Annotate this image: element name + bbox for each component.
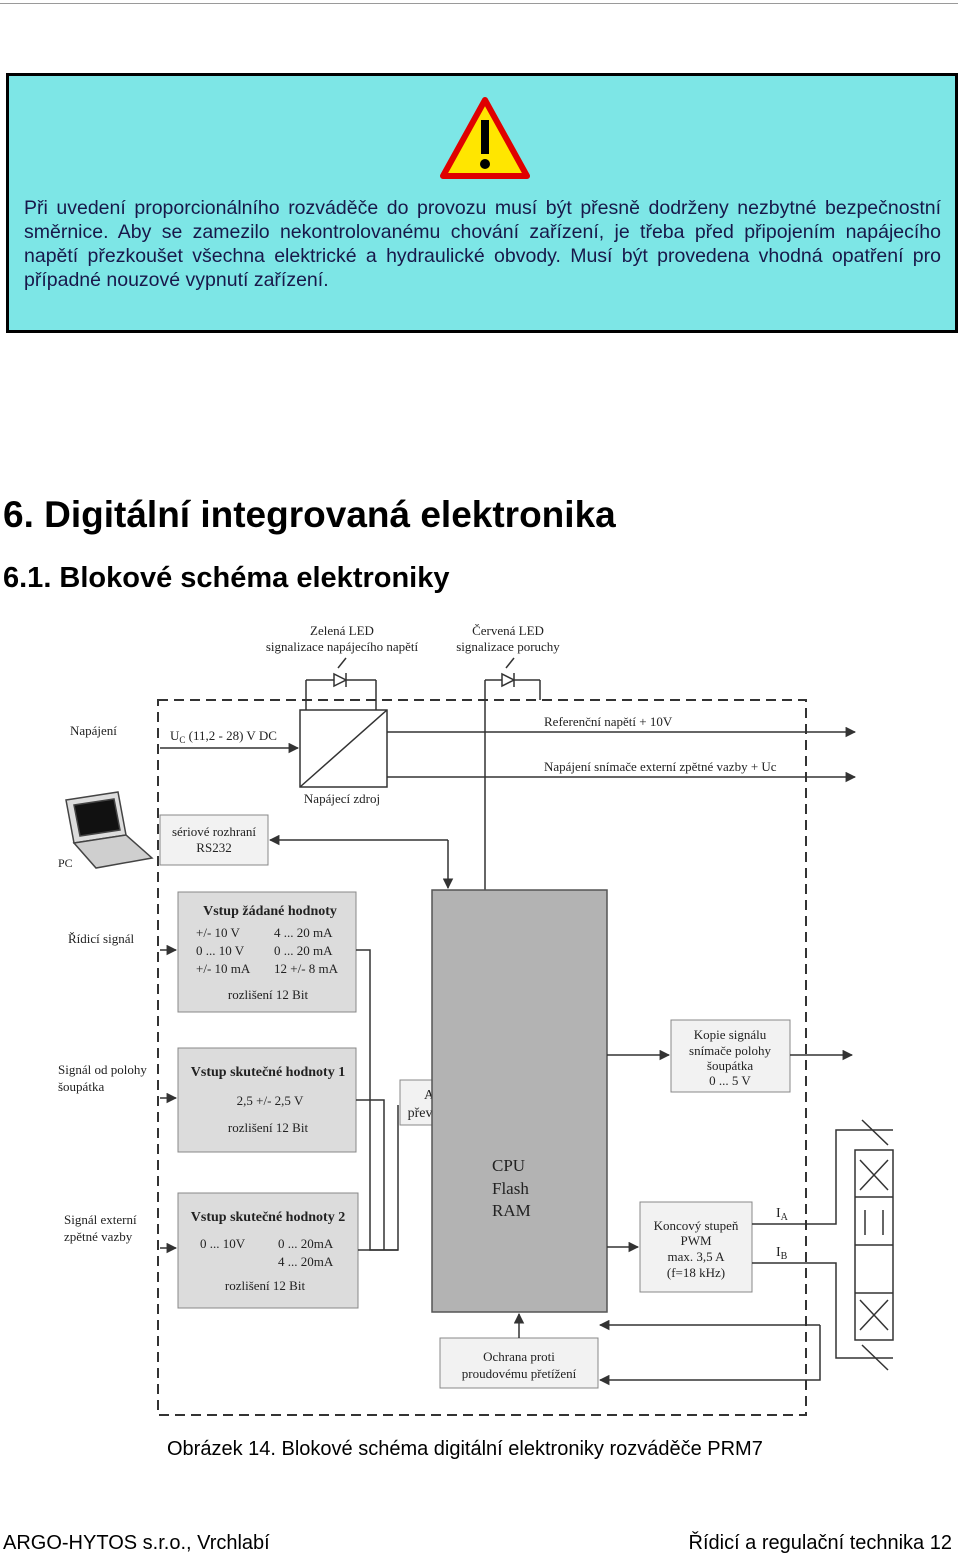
flash-label: Flash: [492, 1179, 529, 1198]
in3-range-a1: 0 ... 10V: [200, 1236, 246, 1251]
cpu-label: CPU: [492, 1156, 525, 1175]
ib-label: IB: [776, 1245, 788, 1262]
control-signal-label: Řídicí signál: [68, 931, 134, 946]
in1-range-a1: +/- 10 V: [196, 925, 241, 940]
header-rule: [0, 3, 958, 4]
in1-range-a2: 0 ... 10 V: [196, 943, 245, 958]
protect-label-2: proudovému přetížení: [462, 1366, 577, 1381]
copy-label-4: 0 ... 5 V: [709, 1073, 751, 1088]
green-led-label: Zelená LED: [310, 623, 374, 638]
in1-range-b2: 0 ... 20 mA: [274, 943, 333, 958]
in3-resolution: rozlišení 12 Bit: [225, 1278, 306, 1293]
ram-label: RAM: [492, 1201, 531, 1220]
pc-laptop-icon: [65, 791, 154, 869]
footer-section-page: Řídicí a regulační technika 12: [688, 1532, 953, 1554]
section-heading: 6. Digitální integrovaná elektronika: [3, 494, 616, 535]
footer-company: ARGO-HYTOS s.r.o., Vrchlabí: [3, 1532, 270, 1554]
signal-copy-box: [670, 1019, 791, 1093]
in1-range-b1: 4 ... 20 mA: [274, 925, 333, 940]
pc-label: PC: [58, 856, 73, 870]
valve-symbol-icon: [854, 1119, 894, 1371]
pwm-label-3: max. 3,5 A: [667, 1249, 725, 1264]
overcurrent-protection-box: [439, 1337, 599, 1389]
copy-label-1: Kopie signálu: [694, 1027, 767, 1042]
setpoint-input-title: Vstup žádané hodnoty: [203, 904, 337, 919]
subsection-heading: 6.1. Blokové schéma elektroniky: [3, 562, 450, 594]
sensor-supply-label: Napájení snímače externí zpětné vazby + …: [544, 759, 777, 774]
in1-range-a3: +/- 10 mA: [196, 961, 251, 976]
red-led-icon: [484, 657, 541, 890]
setpoint-input-box: [177, 891, 357, 1013]
in3-range-b1: 0 ... 20mA: [278, 1236, 334, 1251]
pwm-label-1: Koncový stupeň: [654, 1218, 739, 1233]
ext-feedback-label-2: zpětné vazby: [64, 1229, 133, 1244]
copy-label-3: šoupátka: [707, 1058, 753, 1073]
actual-input-2-title: Vstup skutečné hodnoty 2: [191, 1210, 345, 1225]
pwm-label-2: PWM: [680, 1233, 712, 1248]
power-input-label: Napájení: [70, 723, 117, 738]
warning-text: Při uvedení proporcionálního rozváděče d…: [24, 197, 941, 291]
in1-resolution: rozlišení 12 Bit: [228, 987, 309, 1002]
ref-voltage-label: Referenční napětí + 10V: [544, 714, 673, 729]
in2-resolution: rozlišení 12 Bit: [228, 1120, 309, 1135]
actual-input-1-title: Vstup skutečné hodnoty 1: [191, 1065, 345, 1080]
actual-input-1-box: [177, 1047, 357, 1153]
position-signal-label-2: šoupátka: [58, 1079, 104, 1094]
ia-label: IA: [776, 1206, 789, 1223]
rs232-box: [159, 814, 269, 866]
ext-feedback-label-1: Signál externí: [64, 1212, 137, 1227]
in3-range-b2: 4 ... 20mA: [278, 1254, 334, 1269]
in1-range-b3: 12 +/- 8 mA: [274, 961, 339, 976]
cpu-block: [431, 889, 608, 1313]
uc-label: UC (11,2 - 28) V DC: [170, 728, 277, 745]
position-signal-label-1: Signál od polohy: [58, 1062, 147, 1077]
pwm-label-4: (f=18 kHz): [667, 1265, 725, 1280]
warning-triangle-icon: [440, 97, 530, 179]
red-led-desc: signalizace poruchy: [456, 639, 560, 654]
warning-box: Při uvedení proporcionálního rozváděče d…: [6, 73, 958, 333]
protect-label-1: Ochrana proti: [483, 1349, 555, 1364]
figure-caption: Obrázek 14. Blokové schéma digitální ele…: [167, 1438, 763, 1460]
block-diagram: Zelená LED signalizace napájecího napětí…: [58, 623, 894, 1416]
rs232-label-1: sériové rozhraní: [172, 824, 256, 839]
actual-input-2-box: [177, 1192, 359, 1309]
copy-label-2: snímače polohy: [689, 1043, 771, 1058]
red-led-label: Červená LED: [472, 623, 544, 638]
green-led-desc: signalizace napájecího napětí: [266, 639, 419, 654]
green-led-icon: [305, 657, 377, 710]
rs232-label-2: RS232: [196, 840, 231, 855]
power-supply-label: Napájecí zdroj: [304, 791, 380, 806]
in2-range: 2,5 +/- 2,5 V: [237, 1093, 304, 1108]
enclosure-border: [157, 699, 807, 1416]
pwm-stage-box: [639, 1201, 753, 1293]
